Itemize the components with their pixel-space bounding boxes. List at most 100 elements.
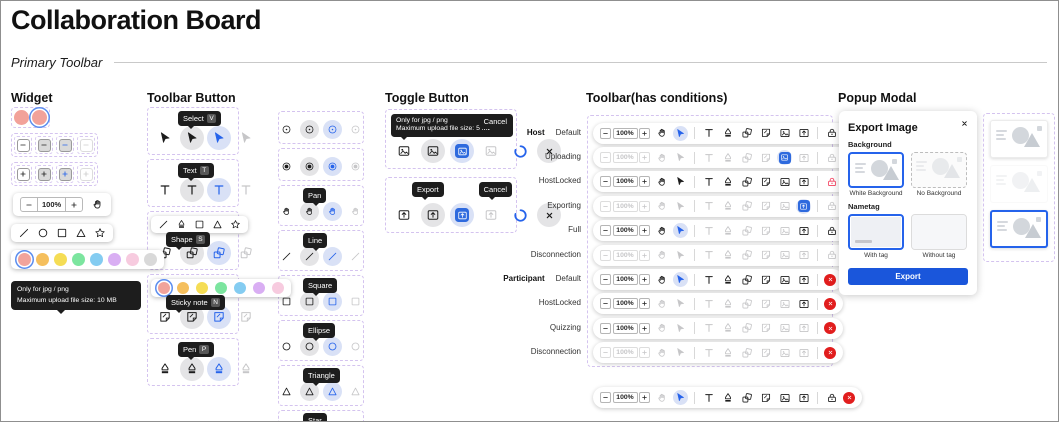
- zoom-out-button[interactable]: [600, 152, 611, 164]
- radio-dot-button-on[interactable]: [277, 120, 296, 139]
- zoom-in-button[interactable]: [16, 167, 30, 181]
- sticky-button[interactable]: [758, 272, 773, 287]
- text-button[interactable]: [701, 174, 716, 189]
- palette-color[interactable]: [72, 253, 85, 266]
- zoom-in-button[interactable]: [639, 176, 650, 188]
- triangle-icon[interactable]: [212, 219, 223, 230]
- palette-color[interactable]: [90, 253, 103, 266]
- export-button[interactable]: [796, 390, 811, 405]
- zoom-out-button-focus[interactable]: [58, 138, 72, 152]
- export-button[interactable]: Export: [848, 268, 968, 285]
- zoom-out-button[interactable]: [600, 392, 611, 403]
- text-button-hover[interactable]: [180, 178, 204, 202]
- shape-button[interactable]: [739, 174, 754, 189]
- image-button[interactable]: [777, 126, 792, 141]
- zoom-out-button[interactable]: [600, 298, 611, 310]
- star-icon[interactable]: [94, 227, 106, 239]
- select-button[interactable]: [673, 223, 688, 239]
- pen-button[interactable]: [720, 174, 735, 189]
- lock-button[interactable]: [824, 126, 839, 141]
- text-button-sel[interactable]: [207, 178, 231, 202]
- ellipse-button-hover[interactable]: [300, 337, 319, 356]
- pan-button[interactable]: [654, 174, 669, 189]
- zoom-in-button[interactable]: [639, 127, 650, 139]
- option-without-tag[interactable]: [911, 214, 967, 250]
- image-button-hover[interactable]: [421, 139, 445, 163]
- shape-fill-sample-selected[interactable]: [32, 110, 47, 125]
- shape-button[interactable]: [739, 126, 754, 141]
- line-button-sel[interactable]: [323, 247, 342, 266]
- pan-button[interactable]: [654, 126, 669, 141]
- export-button-hover[interactable]: [421, 203, 445, 227]
- palette-color[interactable]: [54, 253, 67, 266]
- radio-dot-button-hover[interactable]: [300, 120, 319, 139]
- cursor-button-sel[interactable]: [207, 126, 231, 150]
- cancel-button[interactable]: [537, 203, 561, 227]
- square-button-on[interactable]: [277, 292, 296, 311]
- palette-color[interactable]: [126, 253, 139, 266]
- lock-button[interactable]: [824, 390, 839, 405]
- palette-color[interactable]: [253, 282, 265, 294]
- zoom-out-button[interactable]: [600, 274, 611, 286]
- zoom-out-button[interactable]: [21, 198, 37, 211]
- sticky-button-on[interactable]: [153, 305, 177, 329]
- sticky-button[interactable]: [758, 390, 773, 405]
- radio-dot-button-sel[interactable]: [323, 120, 342, 139]
- export-button[interactable]: [796, 223, 811, 238]
- zoom-in-button[interactable]: [639, 152, 650, 164]
- pen-button[interactable]: [720, 390, 735, 405]
- pen-button-hover[interactable]: [180, 357, 204, 381]
- pen-button[interactable]: [720, 126, 735, 141]
- radio-filled-button-sel[interactable]: [323, 157, 342, 176]
- select-button[interactable]: [673, 125, 688, 141]
- cursor-button-on[interactable]: [153, 126, 177, 150]
- square-icon[interactable]: [56, 227, 68, 239]
- image-button[interactable]: [777, 174, 792, 189]
- palette-color[interactable]: [215, 282, 227, 294]
- select-button[interactable]: [673, 390, 688, 405]
- export-button-busy[interactable]: [450, 203, 474, 227]
- leave-button[interactable]: [843, 391, 855, 404]
- zoom-in-button[interactable]: [639, 225, 650, 237]
- hand-button-sel[interactable]: [323, 202, 342, 221]
- palette-color[interactable]: [196, 282, 208, 294]
- text-button[interactable]: [701, 272, 716, 287]
- export-button[interactable]: [796, 272, 811, 287]
- shape-button[interactable]: [739, 390, 754, 405]
- zoom-in-button-focus[interactable]: [58, 167, 72, 181]
- export-button[interactable]: [796, 174, 811, 189]
- square-icon[interactable]: [194, 219, 205, 230]
- text-button[interactable]: [701, 126, 716, 141]
- triangle-icon[interactable]: [75, 227, 87, 239]
- palette-color[interactable]: [144, 253, 157, 266]
- zoom-in-button[interactable]: [639, 322, 650, 334]
- line-icon[interactable]: [18, 227, 30, 239]
- star-icon[interactable]: [230, 219, 241, 230]
- sticky-button[interactable]: [758, 174, 773, 189]
- pan-button[interactable]: [654, 272, 669, 287]
- radio-filled-button-hover[interactable]: [300, 157, 319, 176]
- shape-button-sel[interactable]: [207, 241, 231, 265]
- pan-hand-icon[interactable]: [91, 198, 104, 211]
- close-icon[interactable]: [960, 119, 969, 128]
- zoom-out-button[interactable]: [600, 225, 611, 237]
- zoom-out-button[interactable]: [600, 322, 611, 334]
- preview-card-faded[interactable]: [990, 165, 1048, 203]
- zoom-in-button[interactable]: [65, 198, 82, 211]
- image-button[interactable]: [777, 272, 792, 287]
- shape-button[interactable]: [739, 272, 754, 287]
- zoom-out-button[interactable]: [600, 127, 611, 139]
- sticky-button[interactable]: [758, 126, 773, 141]
- image-button[interactable]: [777, 390, 792, 405]
- zoom-out-button[interactable]: [16, 138, 30, 152]
- image-button-busy[interactable]: [777, 150, 792, 166]
- line-button-on[interactable]: [277, 247, 296, 266]
- ellipse-button-sel[interactable]: [323, 337, 342, 356]
- cancel-button[interactable]: [537, 139, 561, 163]
- option-with-tag[interactable]: [848, 214, 904, 250]
- lock-button[interactable]: [824, 223, 839, 238]
- pen-button-on[interactable]: [153, 357, 177, 381]
- image-button-on[interactable]: [392, 139, 416, 163]
- option-white-background[interactable]: [848, 152, 904, 188]
- lock-button[interactable]: [824, 174, 839, 189]
